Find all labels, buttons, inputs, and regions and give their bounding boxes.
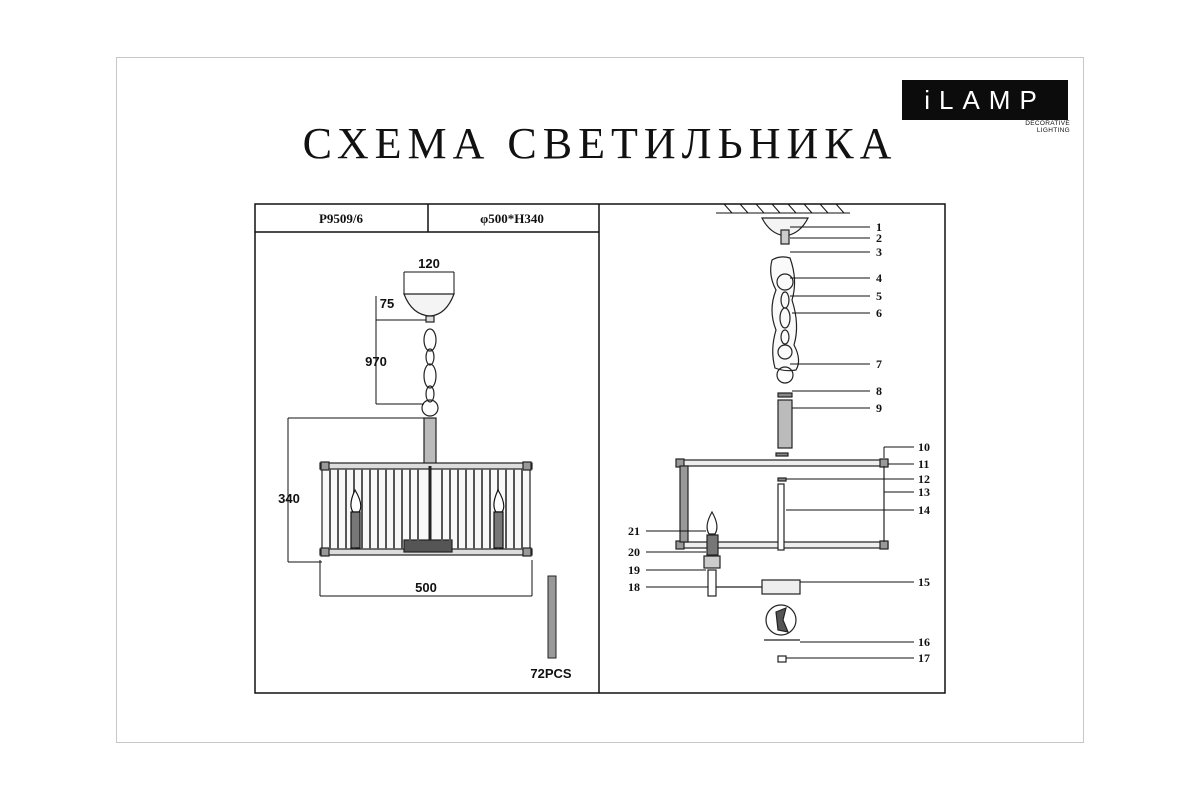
part-label: 16 (918, 635, 930, 649)
part-label: 9 (876, 401, 882, 415)
part-label: 2 (876, 231, 882, 245)
logo-text: iLAMP (924, 85, 1046, 115)
part-label: 18 (628, 580, 640, 594)
canopy-width-label: 120 (418, 256, 440, 271)
part-label: 3 (876, 245, 882, 259)
part-label: 19 (628, 563, 640, 577)
model-number: P9509/6 (319, 211, 364, 226)
logo-tagline: DECORATIVE LIGHTING (1025, 120, 1070, 134)
spare-rod (547, 575, 557, 659)
callout-leaders (646, 226, 914, 659)
chain-length-label: 970 (365, 354, 387, 369)
part-label: 5 (876, 289, 882, 303)
part-label: 1 (876, 220, 882, 234)
canopy-drop-label: 75 (380, 296, 394, 311)
part-label: 11 (918, 457, 929, 471)
brand-logo: iLAMP (902, 80, 1068, 120)
fixture-exploded (675, 217, 889, 663)
height-label: 340 (278, 491, 300, 506)
part-label: 6 (876, 306, 882, 320)
part-label: 20 (628, 545, 640, 559)
diagram-frame (254, 203, 946, 694)
candle-bulb-icon (350, 488, 505, 549)
part-label: 21 (628, 524, 640, 538)
part-label: 14 (918, 503, 930, 517)
part-number-labels: 1 2 3 4 5 6 7 8 9 10 11 12 13 14 15 16 1… (628, 220, 930, 665)
part-label: 8 (876, 384, 882, 398)
part-label: 7 (876, 357, 882, 371)
rod-count-label: 72PCS (530, 666, 572, 681)
part-label: 13 (918, 485, 930, 499)
drawing-sheet (116, 57, 1084, 743)
part-label: 10 (918, 440, 930, 454)
ceiling-hatch (716, 203, 850, 214)
part-label: 15 (918, 575, 930, 589)
part-label: 4 (876, 271, 882, 285)
dimension-lines (287, 271, 533, 597)
page-title: СХЕМА СВЕТИЛЬНИКА (302, 119, 898, 168)
part-label: 12 (918, 472, 930, 486)
shade-rods (329, 469, 523, 549)
diameter-label: 500 (415, 580, 437, 595)
model-size: φ500*H340 (480, 211, 544, 226)
part-label: 17 (918, 651, 930, 665)
